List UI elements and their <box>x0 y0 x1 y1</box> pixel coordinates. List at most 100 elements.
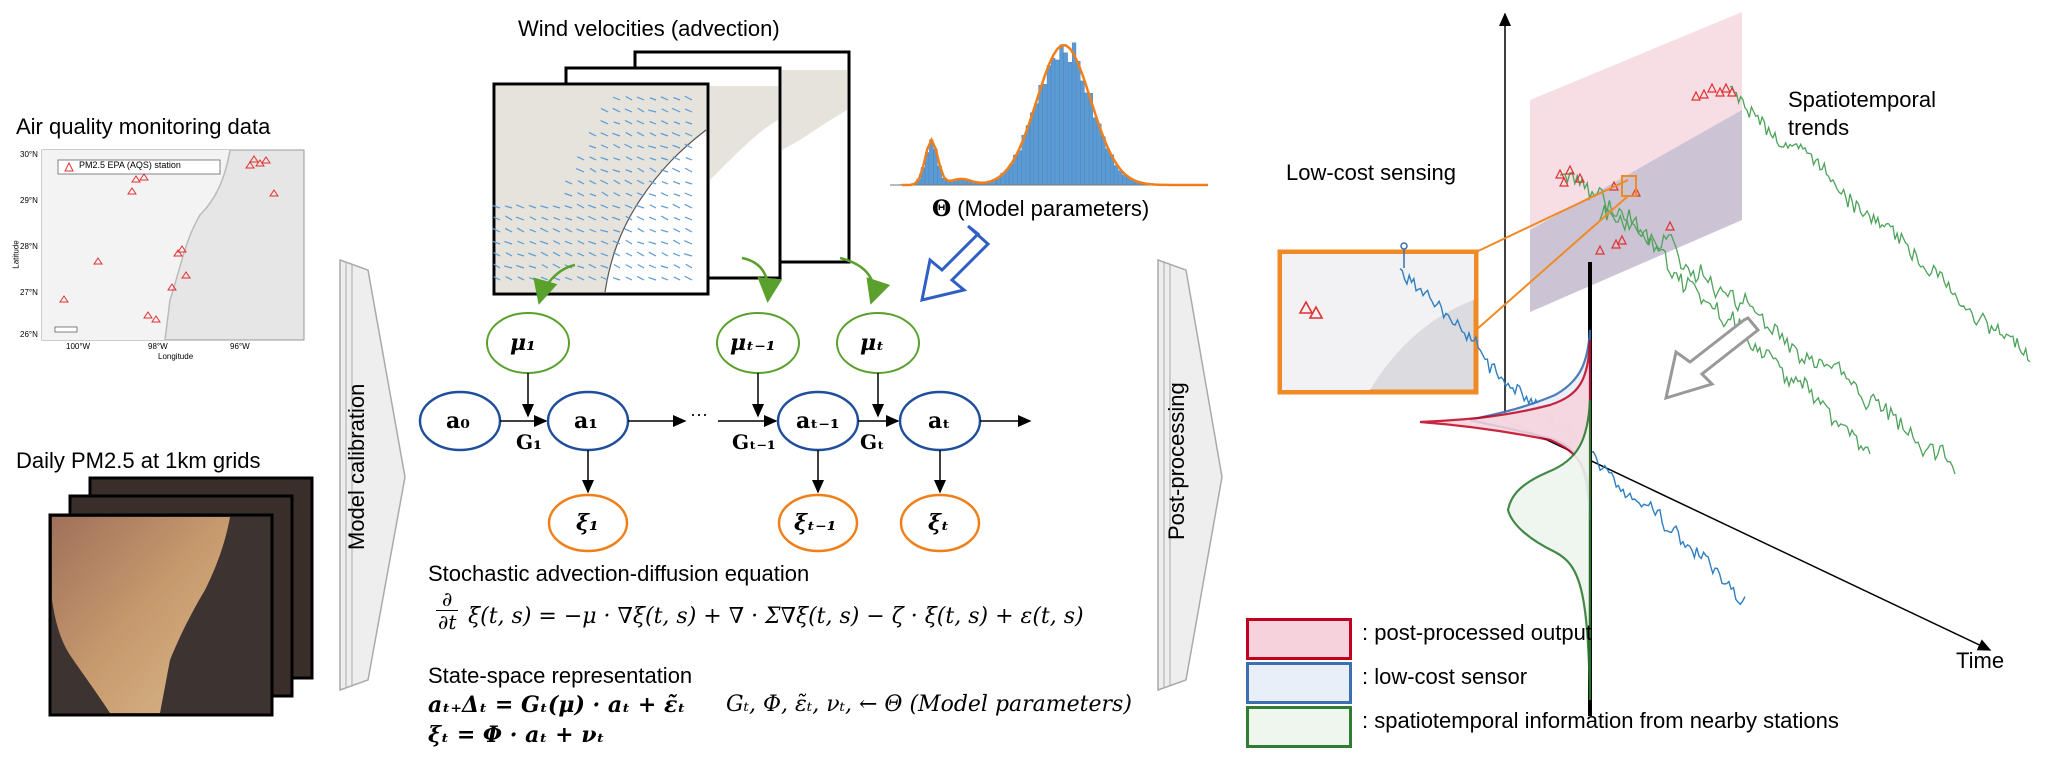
histogram-bar <box>1076 61 1081 186</box>
wind-vector <box>528 204 537 209</box>
parameter-histogram <box>890 42 1209 187</box>
wind-vector <box>661 120 669 125</box>
wind-vector <box>601 216 609 221</box>
legend-swatch <box>1246 706 1352 748</box>
wind-vector <box>589 180 597 185</box>
wind-vector <box>600 252 609 257</box>
wind-vector <box>660 229 669 233</box>
wind-vector <box>565 217 573 221</box>
wind-vector <box>660 205 669 209</box>
wind-vector <box>504 205 513 209</box>
wind-vector <box>636 251 645 257</box>
wind-vector <box>613 179 621 185</box>
calibration-label: Model calibration <box>344 383 369 550</box>
wind-vector <box>648 216 657 221</box>
g-label-t-1: Gₜ₋₁ <box>732 430 776 454</box>
wind-vector <box>660 96 669 101</box>
histogram-bar <box>1034 103 1039 186</box>
wind-vector <box>588 263 597 269</box>
wind-vector <box>577 265 585 269</box>
wind-vector <box>612 277 621 281</box>
histogram-bar <box>1046 65 1051 186</box>
wind-vector <box>589 156 597 161</box>
wind-vector <box>552 228 561 233</box>
wind-vector <box>612 96 621 101</box>
wind-vector <box>649 167 657 173</box>
wind-vector <box>589 228 597 233</box>
wind-vector <box>636 275 645 281</box>
wind-vector <box>672 156 681 161</box>
time-label: Time <box>1956 648 2005 673</box>
g-label-t: Gₜ <box>860 430 885 454</box>
wind-vector <box>673 121 681 125</box>
wind-vector <box>504 227 513 233</box>
wind-vector <box>636 204 645 209</box>
wind-vector <box>600 168 609 173</box>
wind-vector <box>600 204 609 209</box>
wind-vector <box>624 179 633 185</box>
wind-vector <box>648 264 657 269</box>
wind-vector <box>516 227 525 233</box>
wind-vector <box>528 252 537 257</box>
wind-vector <box>491 227 501 233</box>
a-label-1: a₁ <box>574 408 598 434</box>
sade-frac-num: ∂ <box>442 587 453 611</box>
wind-vector <box>541 216 549 221</box>
wind-vector <box>648 241 657 245</box>
wind-vector <box>636 192 645 197</box>
wind-vector <box>587 204 597 209</box>
wind-vector <box>649 132 657 137</box>
wind-vector <box>672 239 681 245</box>
wind-vector <box>600 120 609 125</box>
wind-vector <box>613 229 621 233</box>
wind-vector <box>636 179 645 185</box>
wind-vector <box>493 216 501 221</box>
wind-vector <box>661 108 669 113</box>
wind-vector <box>576 275 585 281</box>
wind-vector <box>552 205 561 209</box>
wind-vector <box>553 216 561 221</box>
wind-vector <box>577 156 585 161</box>
wind-vector <box>624 108 633 113</box>
wind-vector <box>493 276 501 281</box>
histogram-bar <box>1105 148 1110 186</box>
wind-vector <box>673 216 681 221</box>
wind-vector <box>493 263 501 269</box>
wind-vector <box>612 216 621 221</box>
aq-xlabel: Longitude <box>158 352 194 361</box>
wind-vector <box>648 193 657 197</box>
wind-vector <box>516 204 525 209</box>
wind-vector <box>648 276 657 281</box>
wind-vector <box>684 167 693 173</box>
wind-vector <box>625 156 633 161</box>
wind-vector <box>648 180 657 185</box>
wind-vector <box>539 240 549 245</box>
wind-vector <box>637 144 645 149</box>
wind-vector <box>685 121 693 125</box>
theta-symbol: Θ <box>932 196 952 222</box>
wind-vector <box>648 251 657 257</box>
histogram-bar <box>1122 174 1127 186</box>
histogram-bar <box>1017 150 1022 186</box>
histogram-bar <box>1092 117 1098 186</box>
histogram-bar <box>929 139 934 186</box>
wind-vector <box>624 228 633 233</box>
wind-vector <box>684 132 693 137</box>
wind-vector <box>516 264 525 269</box>
xi-node-t-1 <box>777 493 859 553</box>
wind-vector <box>564 252 573 257</box>
wind-vector <box>625 95 633 101</box>
histogram-bar <box>1038 85 1043 186</box>
xi-label-t-1: ξₜ₋₁ <box>794 510 837 536</box>
mu-label-t: μₜ <box>860 330 885 356</box>
wind-vector <box>515 216 525 221</box>
wind-vector <box>637 241 645 245</box>
wind-vector <box>673 96 681 101</box>
legend-label: : low-cost sensor <box>1362 664 1528 689</box>
wind-vector <box>637 263 645 269</box>
wind-vector <box>672 144 681 149</box>
ss-title: State-space representation <box>428 663 693 688</box>
wind-vector <box>491 240 501 245</box>
wind-vector <box>601 191 609 197</box>
histogram-bar <box>1071 42 1077 186</box>
